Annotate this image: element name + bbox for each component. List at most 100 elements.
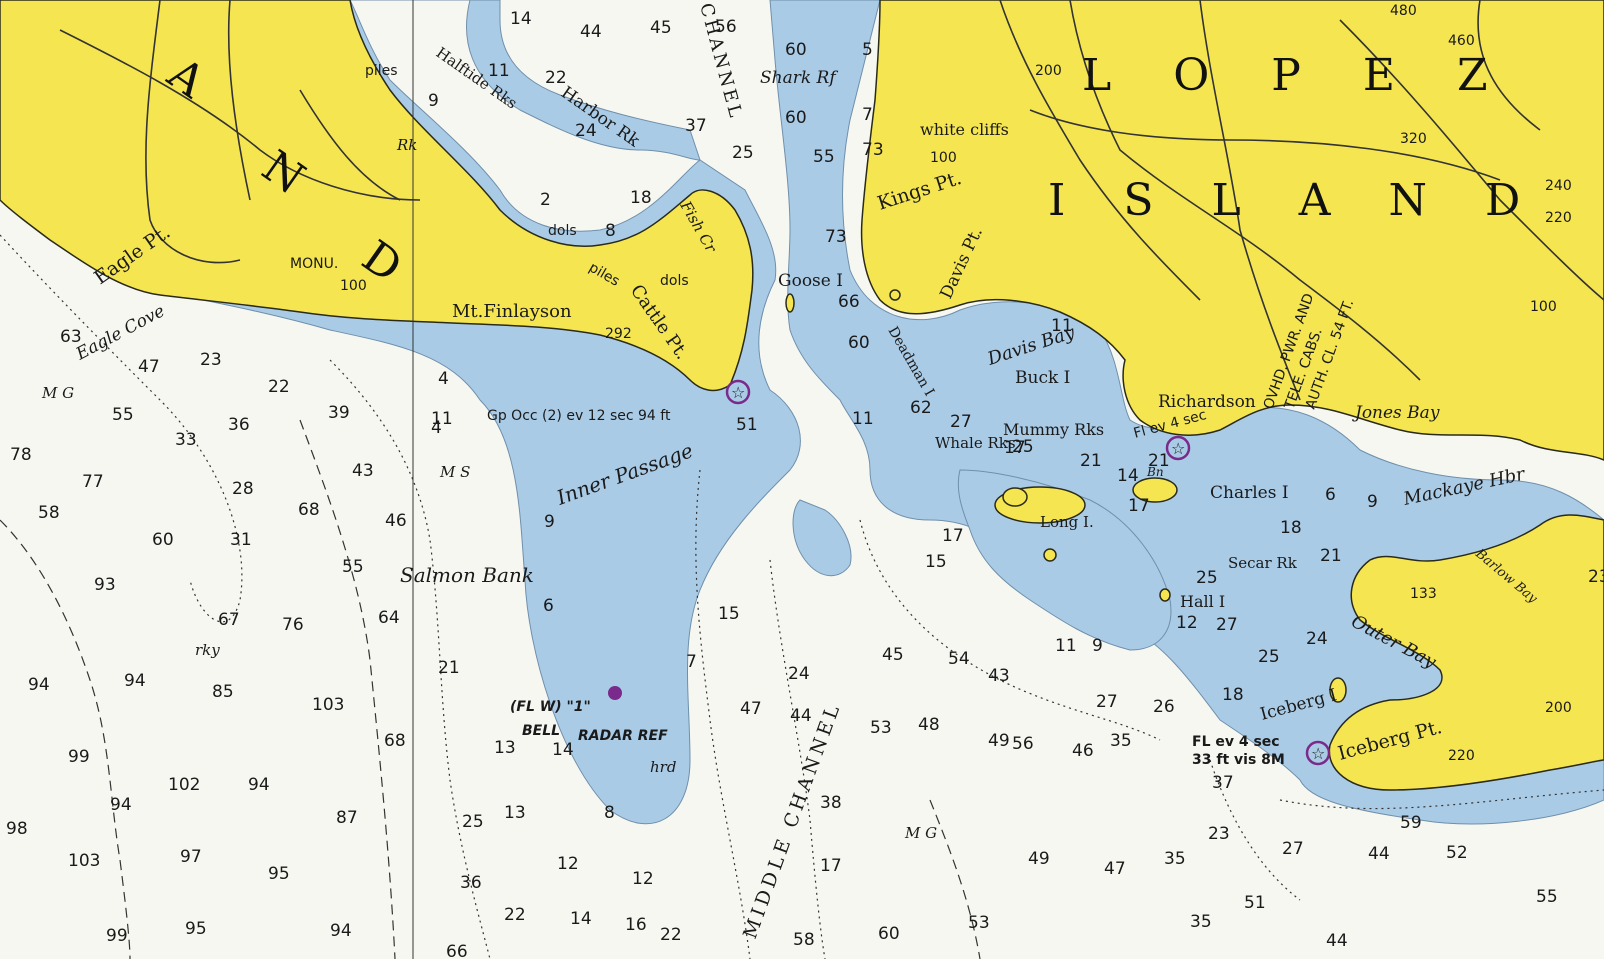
- depth-sounding: 25: [1196, 568, 1218, 588]
- salmon-bank-label: Salmon Bank: [400, 563, 534, 587]
- depth-sounding: 12: [632, 869, 654, 889]
- depth-sounding: 14: [570, 909, 592, 929]
- depth-sounding: 56: [1012, 734, 1034, 754]
- goose-i-label: Goose I: [778, 271, 843, 291]
- depth-sounding: 8: [604, 803, 615, 823]
- depth-sounding: 94: [28, 675, 50, 695]
- depth-sounding: 55: [1536, 887, 1558, 907]
- depth-sounding: 60: [878, 924, 900, 944]
- depth-sounding: 4: [438, 369, 449, 389]
- depth-sounding: 13: [504, 803, 526, 823]
- depth-sounding: 22: [504, 905, 526, 925]
- lopez-label: LOPEZ: [1082, 50, 1550, 101]
- depth-sounding: 56: [715, 17, 737, 37]
- depth-sounding: 51: [736, 415, 758, 435]
- depth-sounding: 94: [124, 671, 146, 691]
- depth-sounding: 39: [328, 403, 350, 423]
- depth-sounding: 55: [112, 405, 134, 425]
- depth-sounding: 18: [630, 188, 652, 208]
- secar-rk-label: Secar Rk: [1228, 554, 1298, 572]
- hall-i-label: Hall I: [1180, 592, 1225, 611]
- depth-sounding: 43: [352, 461, 374, 481]
- depth-sounding: 12: [1176, 613, 1198, 633]
- depth-sounding: 21: [1320, 546, 1342, 566]
- depth-sounding: 28: [232, 479, 254, 499]
- depth-sounding: 94: [248, 775, 270, 795]
- depth-sounding: 7: [686, 652, 697, 672]
- contour-label: 460: [1448, 33, 1475, 49]
- ms-label: M S: [439, 463, 470, 481]
- mummy-rks-label: Mummy Rks: [1003, 420, 1104, 439]
- contour-label: 292: [605, 326, 632, 342]
- depth-sounding: 15: [718, 604, 740, 624]
- depth-sounding: 4: [431, 418, 442, 438]
- depth-sounding: 22: [660, 925, 682, 945]
- depth-sounding: 27: [1096, 692, 1118, 712]
- buoy-note-3: RADAR REF: [578, 728, 668, 744]
- star-icon: ☆: [1171, 439, 1185, 458]
- charles-i-label: Charles I: [1210, 483, 1289, 503]
- depth-sounding: 2: [540, 190, 551, 210]
- depth-sounding: 25: [732, 143, 754, 163]
- depth-sounding: 14: [552, 740, 574, 760]
- depth-sounding: 36: [228, 415, 250, 435]
- depth-sounding: 97: [180, 847, 202, 867]
- depth-sounding: 17: [1128, 496, 1150, 516]
- depth-sounding: 17: [820, 856, 842, 876]
- depth-sounding: 60: [152, 530, 174, 550]
- contour-label: 480: [1390, 3, 1417, 19]
- dols-note-1: dols: [548, 223, 577, 239]
- depth-sounding: 16: [625, 915, 647, 935]
- depth-sounding: 44: [1326, 931, 1348, 951]
- depth-sounding: 94: [110, 795, 132, 815]
- depth-sounding: 38: [820, 793, 842, 813]
- depth-sounding: 73: [825, 227, 847, 247]
- depth-sounding: 11: [488, 61, 510, 81]
- contour-label: 320: [1400, 131, 1427, 147]
- charles-island: [1132, 477, 1178, 503]
- light-markers: ☆ ☆ ☆: [608, 379, 1331, 766]
- bn-label: Bn: [1146, 465, 1164, 479]
- depth-sounding: 8: [605, 221, 616, 241]
- depth-sounding: 24: [575, 121, 597, 141]
- depth-sounding: 5: [862, 40, 873, 60]
- depth-sounding: 98: [6, 819, 28, 839]
- depth-sounding: 53: [870, 718, 892, 738]
- depth-sounding: 14: [1117, 466, 1139, 486]
- contour-label: 100: [930, 150, 957, 166]
- depth-sounding: 31: [230, 530, 252, 550]
- richardson-label: Richardson: [1158, 392, 1256, 412]
- depth-sounding: 13: [494, 738, 516, 758]
- mg-label-2: M G: [904, 824, 937, 842]
- depth-sounding: 33: [175, 430, 197, 450]
- buoy-note-1: (FL W) "1": [510, 699, 591, 715]
- island-label: ISLAND: [1048, 175, 1578, 226]
- depth-sounding: 25: [1012, 437, 1034, 457]
- depth-sounding: 9: [1367, 492, 1378, 512]
- shark-rf-label: Shark Rf: [760, 68, 838, 88]
- depth-sounding: 44: [790, 706, 812, 726]
- dashed-contours: [0, 419, 981, 959]
- long-i-label: Long I.: [1040, 513, 1094, 531]
- depth-sounding: 17: [1004, 438, 1026, 458]
- depth-sounding: 102: [168, 775, 200, 795]
- depth-sounding: 7: [862, 105, 873, 125]
- star-icon: ☆: [731, 383, 745, 402]
- depth-sounding: 14: [510, 9, 532, 29]
- depth-sounding: 12: [557, 854, 579, 874]
- depth-sounding: 48: [918, 715, 940, 735]
- depth-sounding: 46: [1072, 741, 1094, 761]
- contour-label: 220: [1545, 210, 1572, 226]
- iceberg-peninsula: [1328, 514, 1604, 791]
- depth-sounding: 36: [460, 873, 482, 893]
- depth-sounding: 22: [268, 377, 290, 397]
- depth-sounding: 51: [1244, 893, 1266, 913]
- iceberg-light-icon: [1305, 740, 1331, 766]
- depth-sounding: 17: [942, 526, 964, 546]
- depth-sounding: 44: [1368, 844, 1390, 864]
- depth-sounding: 66: [838, 292, 860, 312]
- depth-sounding: 18: [1280, 518, 1302, 538]
- dols-note-2: dols: [660, 273, 689, 289]
